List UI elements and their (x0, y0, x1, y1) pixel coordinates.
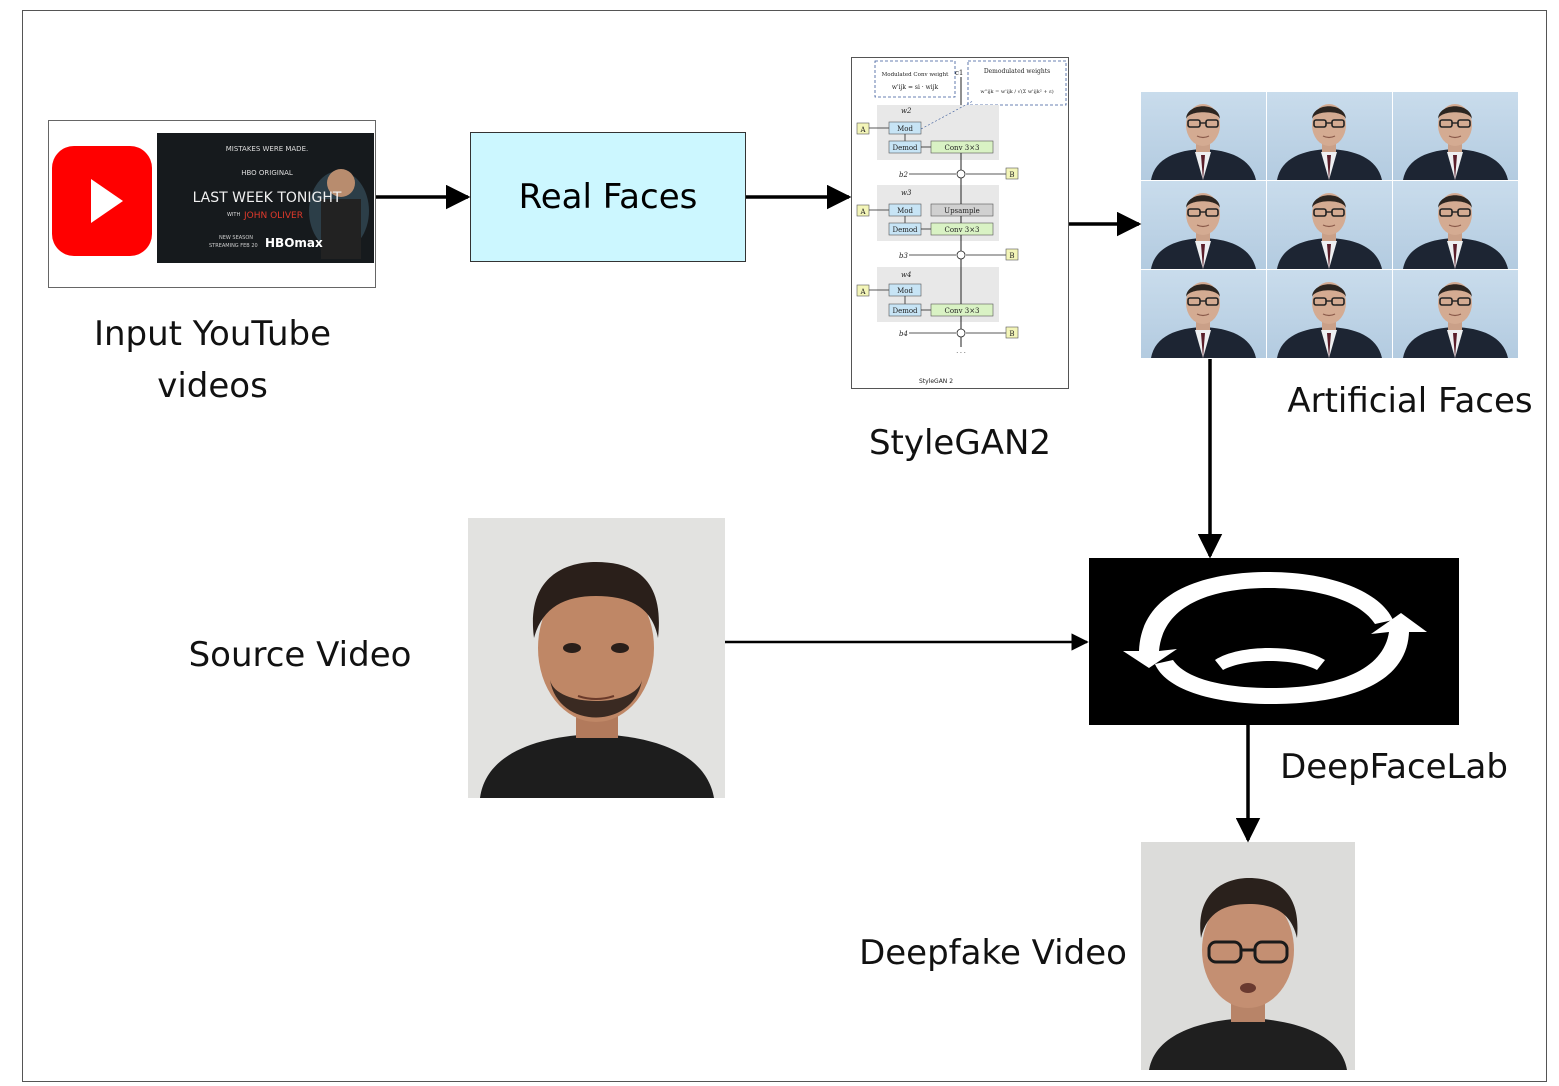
a-label-3: A (859, 288, 866, 296)
poster-line6: STREAMING FEB 20 (209, 243, 258, 249)
conv-label-3: Conv 3×3 (944, 307, 979, 315)
youtube-banner: MISTAKES WERE MADE. HBO ORIGINAL LAST WE… (48, 120, 376, 288)
poster-host: JOHN OLIVER (243, 211, 303, 221)
poster-line5: NEW SEASON (219, 235, 253, 241)
conv-label: Conv 3×3 (944, 144, 979, 152)
mod-conv-title: Modulated Conv weight (882, 72, 949, 78)
stylegan-block-1: w2 A Mod Demod Conv 3×3 (856, 100, 999, 160)
ellipsis-label: · · · (956, 350, 966, 357)
input-label-line2: videos (157, 366, 268, 406)
stylegan-label: StyleGAN2 (868, 423, 1052, 463)
stylegan-caption: StyleGAN 2 (919, 378, 953, 385)
upsample-label: Upsample (944, 207, 980, 215)
b-label-3: B (1009, 330, 1014, 338)
b4-label: b4 (899, 330, 908, 338)
poster-with: WITH (227, 212, 240, 218)
demod-label: Demod (892, 144, 918, 152)
mod-label-3: Mod (897, 287, 913, 295)
play-icon (91, 179, 123, 223)
input-label: Input YouTube videos (60, 308, 365, 412)
b-label-2: B (1009, 252, 1014, 260)
b2-label: b2 (899, 171, 908, 179)
deepfake-video-label: Deepfake Video (859, 933, 1127, 973)
b3-label: b3 (899, 252, 908, 260)
c1-label: c1 (955, 69, 963, 77)
w3-label: w3 (901, 189, 912, 197)
mod-label-2: Mod (897, 207, 913, 215)
w4-label: w4 (901, 271, 911, 279)
deepfake-video-photo (1141, 842, 1355, 1070)
swap-arrows-icon (1123, 572, 1393, 668)
w2-label: w2 (901, 107, 912, 115)
demod-title: Demodulated weights (984, 68, 1050, 75)
artificial-faces-label: Artificial Faces (1287, 381, 1533, 421)
poster-brand: HBOmax (265, 236, 323, 250)
diagram-frame (22, 10, 1547, 1082)
mod-conv-formula: w'ijk = si · wijk (892, 84, 939, 91)
b-label: B (1009, 171, 1014, 179)
demod-label-3: Demod (892, 307, 918, 315)
poster-line2: HBO ORIGINAL (241, 169, 293, 177)
poster-line1: MISTAKES WERE MADE. (226, 145, 308, 153)
deepfacelab-label: DeepFaceLab (1280, 747, 1508, 787)
a-label: A (859, 126, 866, 134)
source-video-label: Source Video (188, 635, 412, 675)
stylegan-figure: Modulated Conv weight w'ijk = si · wijk … (851, 57, 1069, 389)
poster-title: LAST WEEK TONIGHT (193, 190, 342, 206)
conv-label-2: Conv 3×3 (944, 226, 979, 234)
stylegan-block-3: w4 A Mod Demod Conv 3×3 (856, 267, 999, 322)
real-faces-label: Real Faces (518, 177, 698, 217)
source-video-photo (468, 518, 725, 798)
real-faces-box: Real Faces (470, 132, 746, 262)
demod-label-2: Demod (892, 226, 918, 234)
stylegan-block-2: w3 A Mod Upsample Demod Conv 3×3 (856, 185, 999, 241)
mod-label: Mod (897, 125, 913, 133)
input-label-line1: Input YouTube (93, 314, 332, 354)
deepfacelab-logo (1089, 558, 1459, 725)
a-label-2: A (859, 208, 866, 216)
demod-formula: w''ijk = w'ijk / √(Σ w'ijk² + ε) (980, 88, 1053, 95)
